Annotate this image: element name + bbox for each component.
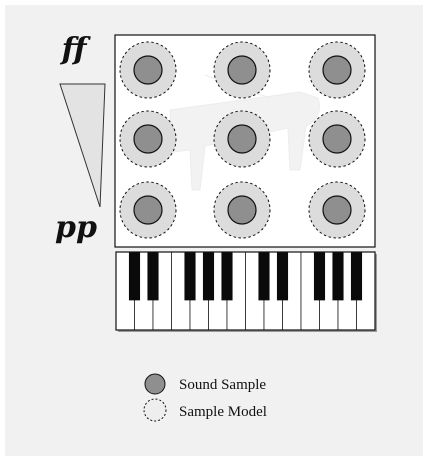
black-key — [184, 252, 196, 301]
legend-model-swatch — [143, 398, 167, 422]
black-key — [276, 252, 289, 301]
sample-circles — [119, 41, 366, 239]
legend: Sound Sample Sample Model — [143, 373, 267, 422]
dynamic-soft-label: pp — [55, 210, 97, 245]
dynamic-loud-label: ff — [60, 32, 92, 67]
legend-sample-label: Sound Sample — [179, 377, 266, 393]
black-key — [313, 252, 326, 301]
sound-sample-circle — [322, 55, 352, 85]
piano-keyboard — [115, 251, 377, 332]
sound-sample-circle — [227, 195, 257, 225]
legend-sample-swatch — [144, 373, 166, 395]
sound-sample-circle — [133, 124, 163, 154]
black-key — [350, 252, 363, 301]
velocity-wedge — [59, 83, 106, 208]
legend-model-label: Sample Model — [179, 404, 267, 420]
sound-sample-circle — [133, 195, 163, 225]
sound-sample-circle — [322, 124, 352, 154]
black-key — [221, 252, 233, 301]
sound-sample-circle — [227, 55, 257, 85]
black-key — [258, 252, 270, 301]
keyboard-frame — [115, 251, 376, 331]
sound-sample-circle — [227, 124, 257, 154]
sound-sample-circle — [133, 55, 163, 85]
sound-sample-circle — [322, 195, 352, 225]
black-key — [332, 252, 344, 301]
black-key — [202, 252, 215, 301]
black-key — [147, 252, 159, 301]
black-key — [128, 252, 141, 301]
